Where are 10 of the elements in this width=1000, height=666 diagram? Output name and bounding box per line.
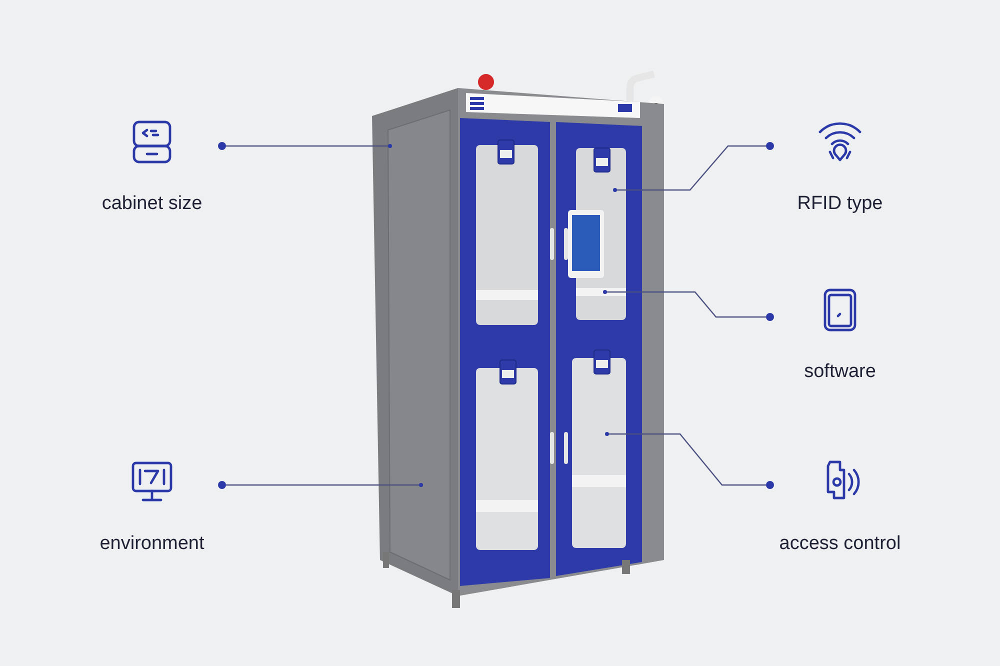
feature-label: cabinet size [102,192,202,216]
feature-label: software [804,360,876,384]
feature-label: RFID type [797,192,883,216]
feature-label: access control [779,532,901,556]
feature-label: environment [100,532,204,556]
leader-line [218,481,423,489]
leader-line [218,142,392,150]
leader-line [613,142,774,192]
leader-line [605,432,774,489]
leader-line [603,290,774,321]
